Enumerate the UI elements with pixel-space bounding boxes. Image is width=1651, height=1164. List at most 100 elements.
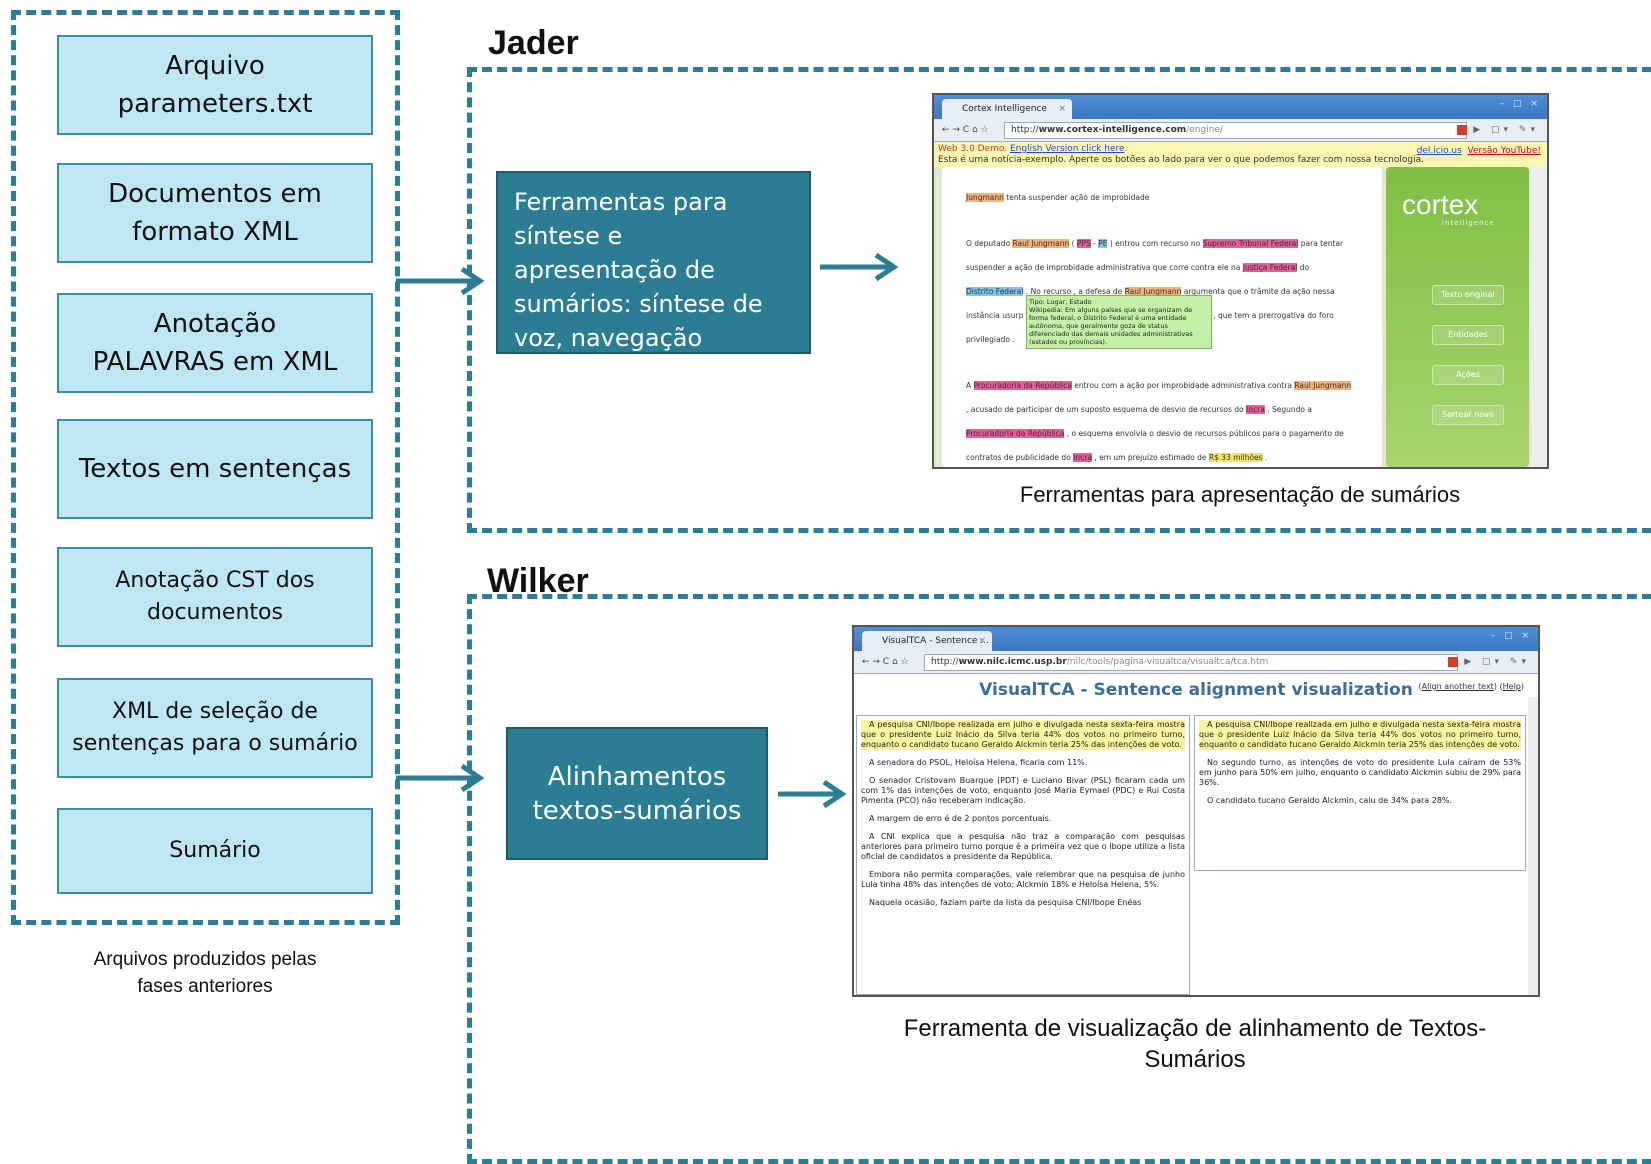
window-controls-icon[interactable]: – □ × [1490, 631, 1532, 641]
nav-icons[interactable]: ← → C ⌂ ☆ [862, 657, 909, 667]
arrow-files-to-wilker [396, 763, 485, 793]
article-text: O deputado [966, 239, 1013, 248]
jader-caption: Ferramentas para apresentação de sumário… [1019, 482, 1461, 507]
sentence[interactable]: A CNI explica que a pesquisa não traz a … [861, 832, 1185, 861]
file-box-line: XML de seleção de [112, 699, 318, 724]
url-host: www.cortex-intelligence.com [1038, 125, 1187, 135]
sentence[interactable]: A senadora do PSOL, Heloísa Helena, fica… [869, 758, 1088, 767]
article-text: , em um prejuízo estimado de [1091, 453, 1209, 462]
entity-highlight[interactable]: R$ 33 milhões [1208, 453, 1263, 462]
url-path: /engine/ [1186, 125, 1223, 135]
nav-icons[interactable]: ← → C ⌂ ☆ [942, 125, 989, 135]
article-line: suspender a ação de improbidade administ… [966, 263, 1309, 272]
browser-toolbar: ← → C ⌂ ☆ http://www.cortex-intelligence… [934, 119, 1547, 142]
file-box-line: Anotação CST dos [115, 568, 315, 593]
visualtca-links: (Align another text) (Help) [1418, 682, 1524, 691]
notice-text: Web 3.0 Demo. [938, 144, 1010, 154]
arrow-jader-to-screenshot [820, 252, 899, 282]
entity-highlight[interactable]: Procuradoria da República [966, 429, 1065, 438]
article-line: Distrito Federal . No recurso , a defesa… [966, 287, 1335, 296]
caption-line: fases anteriores [137, 976, 273, 997]
english-version-link[interactable]: English Version click here [1009, 144, 1125, 154]
sentence[interactable]: A margem de erro é de 2 pontos porcentua… [869, 814, 1052, 823]
entity-highlight[interactable]: Justiça Federal [1242, 263, 1298, 272]
entity-highlight[interactable]: Distrito Federal [966, 287, 1024, 296]
aligned-sentence[interactable]: A pesquisa CNI/Ibope realizada em julho … [861, 720, 1185, 750]
article-text: do [1297, 263, 1310, 272]
notice-line-2: Esta é uma notícia-exemplo. Aperte os bo… [938, 155, 1424, 165]
btn-sortear-novo[interactable]: Sortear novo [1432, 405, 1504, 425]
article-text: , acusado de participar de um suposto es… [966, 405, 1247, 414]
address-bar[interactable]: http://www.cortex-intelligence.com/engin… [1004, 122, 1467, 139]
btn-acoes[interactable]: Ações [1432, 365, 1504, 385]
jader-tool-box: Ferramentas para síntese e apresentação … [496, 171, 811, 386]
btn-texto-original[interactable]: Texto original [1432, 285, 1504, 305]
close-icon[interactable]: × [1058, 104, 1066, 114]
article-text: . No recurso , a defesa de [1023, 287, 1125, 296]
align-another-link[interactable]: Align another text [1421, 682, 1494, 691]
summary-column: A pesquisa CNI/Ibope realizada em julho … [1194, 715, 1526, 871]
sentence[interactable]: Embora não permita comparações, vale rel… [861, 870, 1185, 889]
article-line: Jungmann tenta suspender ação de improbi… [966, 193, 1149, 202]
cortex-browser-screenshot: Cortex Intelligence × – □ × ← → C ⌂ ☆ ht… [932, 93, 1549, 469]
jader-region [467, 67, 1651, 533]
article-text: ) entrou com recurso no [1107, 239, 1203, 248]
file-box-line: sentenças para o sumário [72, 731, 358, 756]
entity-highlight[interactable]: Incra [1073, 453, 1092, 462]
jader-tool-box-text: Ferramentas para síntese e apresentação … [514, 188, 767, 386]
article-text: . Segundo a [1264, 405, 1312, 414]
sentence[interactable]: No segundo turno, as intenções de voto d… [1199, 758, 1521, 787]
toolbar-icons[interactable]: ▶ ▢▾ ✎▾ [1457, 119, 1539, 141]
sentence[interactable]: O senador Cristovam Buarque (PDT) e Luci… [861, 776, 1185, 805]
caption-line: Arquivos produzidos pelas [93, 949, 317, 970]
browser-toolbar: ← → C ⌂ ☆ http://www.nilc.icmc.usp.br/ni… [854, 651, 1538, 674]
file-box-line: Textos em sentenças [78, 454, 352, 484]
entity-highlight[interactable]: PPS [1076, 239, 1091, 248]
entity-highlight[interactable]: Procuradoria da República [973, 381, 1072, 390]
toolbar-icons[interactable]: ▶ ▢▾ ✎▾ [1448, 651, 1530, 673]
article-text: do , que tem a prerrogativa do foro [1201, 311, 1334, 320]
entity-highlight[interactable]: Raul Jungmann [1012, 239, 1070, 248]
file-box-xml-selection: XML de seleção de sentenças para o sumári… [57, 678, 373, 778]
entity-highlight[interactable]: Supremo Tribunal Federal [1202, 239, 1299, 248]
entity-highlight[interactable]: PE [1098, 239, 1108, 248]
browser-tab[interactable]: Cortex Intelligence × [942, 99, 1072, 119]
entity-highlight[interactable]: Jungmann [966, 193, 1004, 202]
entity-highlight[interactable]: Incra [1246, 405, 1265, 414]
entity-highlight[interactable]: Raul Jungmann [1294, 381, 1352, 390]
wilker-tool-box-line: textos-sumários [532, 795, 742, 826]
file-box-sentences: Textos em sentenças [57, 419, 373, 519]
browser-tab[interactable]: VisualTCA - Sentence ... × [862, 631, 992, 651]
browser-tab-title: VisualTCA - Sentence ... [882, 636, 989, 646]
scrollbar[interactable] [1531, 167, 1547, 467]
delicious-link[interactable]: del.icio.us [1416, 146, 1462, 156]
notice-right-links: del.icio.us Versão YouTube! [1417, 146, 1541, 157]
scrollbar[interactable] [1528, 697, 1538, 995]
help-link[interactable]: Help [1502, 682, 1521, 691]
notice-bar: Web 3.0 Demo. English Version click here… [934, 142, 1547, 168]
entity-highlight[interactable]: Raul Jungmann [1124, 287, 1182, 296]
cortex-logo: cortex [1402, 189, 1479, 220]
aligned-sentence[interactable]: A pesquisa CNI/Ibope realizada em julho … [1199, 720, 1521, 750]
close-icon[interactable]: × [978, 636, 986, 646]
visualtca-heading: VisualTCA - Sentence alignment visualiza… [854, 680, 1538, 708]
address-bar[interactable]: http://www.nilc.icmc.usp.br/nilc/tools/p… [924, 654, 1458, 671]
pdf-icon [1457, 124, 1468, 135]
article-panel: Jungmann tenta suspender ação de improbi… [942, 167, 1382, 467]
visualtca-title: VisualTCA - Sentence alignment visualiza… [979, 680, 1413, 700]
sentence[interactable]: O candidato tucano Geraldo Alckmin, caiu… [1207, 796, 1453, 805]
youtube-link[interactable]: Versão YouTube! [1467, 146, 1541, 156]
wilker-tool-box-line: Alinhamentos [547, 761, 727, 792]
btn-entidades[interactable]: Entidades [1432, 325, 1504, 345]
sentence[interactable]: Naquela ocasião, faziam parte da lista d… [869, 898, 1142, 907]
visualtca-browser-screenshot: VisualTCA - Sentence ... × – □ × ← → C ⌂… [852, 625, 1540, 997]
url-prefix: http:// [1011, 125, 1039, 135]
jader-label: Jader [488, 24, 579, 62]
article-text: ( [1069, 239, 1077, 248]
window-controls-icon[interactable]: – □ × [1499, 99, 1541, 109]
